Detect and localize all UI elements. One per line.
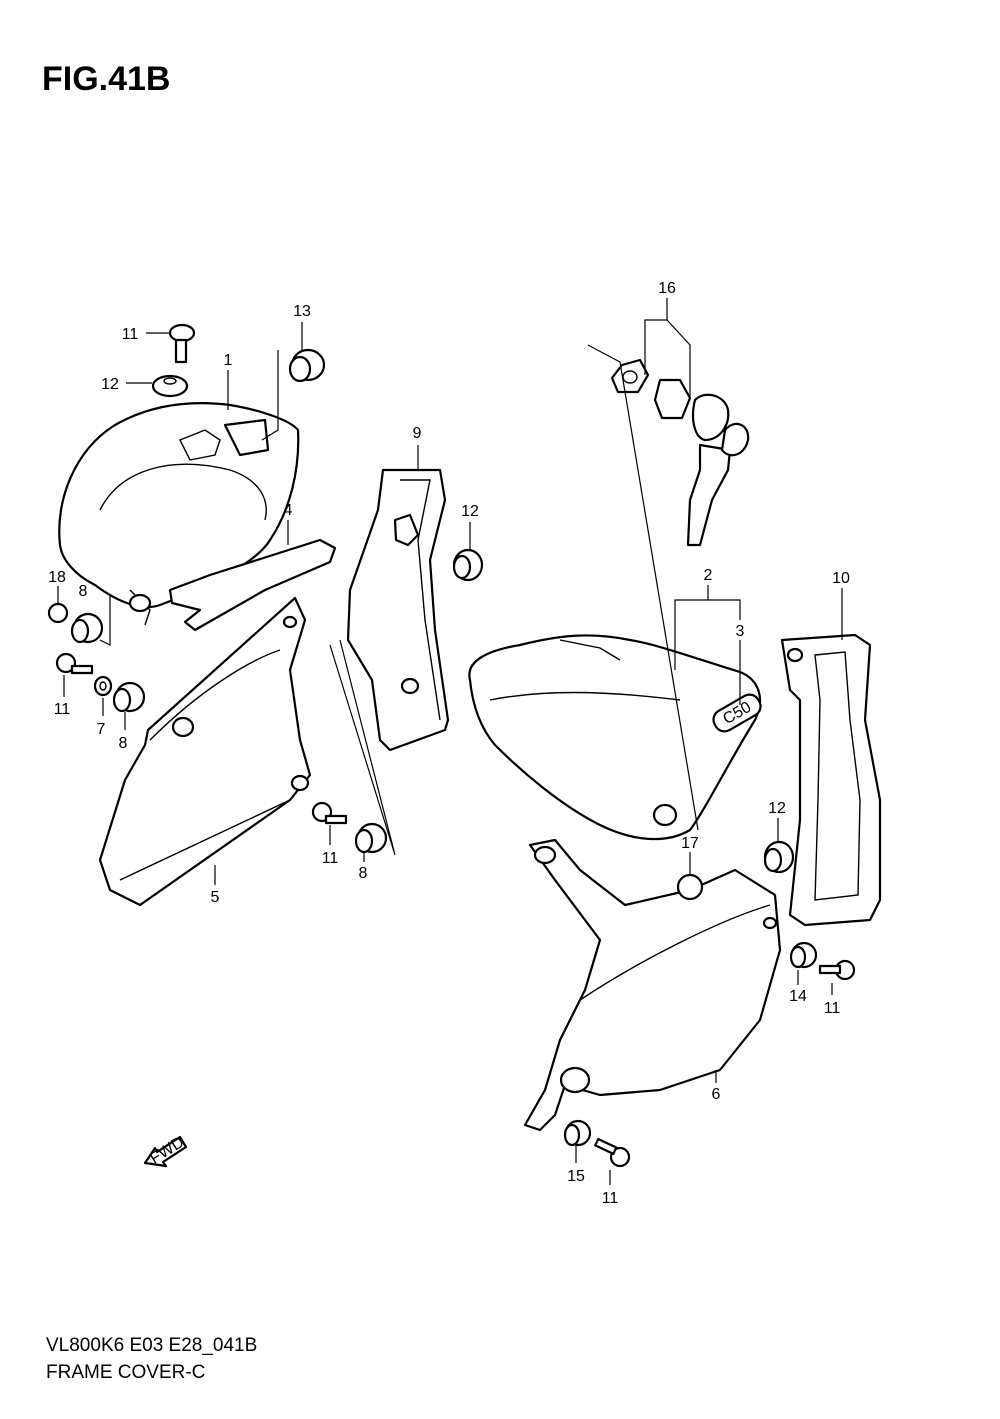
callout-4: 4: [284, 502, 293, 519]
part-8-grommet-a: [70, 612, 104, 644]
callout-14: 14: [789, 988, 807, 1005]
diagram-code: VL800K6 E03 E28_041B: [46, 1335, 258, 1356]
part-14-spacer: [789, 941, 818, 969]
part-12-grommet-b: [452, 548, 484, 582]
callout-5: 5: [211, 889, 220, 906]
part-1-frame-cover: [58, 402, 300, 626]
callout-11-screw-top: 11: [122, 326, 139, 343]
callout-18: 18: [48, 569, 66, 586]
part-16-lock-set: [610, 358, 750, 547]
callout-17: 17: [681, 835, 699, 852]
forward-arrow-icon: FWD: [143, 1134, 187, 1168]
part-4-plate: [168, 538, 337, 632]
part-11-bolt-e: [594, 1137, 631, 1168]
callout-12-grommet-right: 12: [768, 800, 786, 817]
part-11-screw-a: [168, 323, 196, 364]
diagram-name: FRAME COVER-C: [46, 1362, 206, 1383]
callout-10: 10: [832, 570, 850, 587]
part-11-bolt-b: [55, 652, 94, 675]
part-12-grommet-c: [763, 840, 795, 874]
callout-12-grommet-top: 12: [101, 376, 119, 393]
callout-13: 13: [293, 303, 311, 320]
callout-11-bolt-mid: 11: [322, 850, 339, 867]
leader-lines: [57, 298, 843, 1185]
part-17-grommet: [676, 873, 704, 901]
part-13-grommet: [288, 348, 326, 383]
callout-9: 9: [413, 425, 422, 442]
callout-15: 15: [567, 1168, 585, 1185]
forward-arrow-label: FWD: [147, 1134, 187, 1168]
figure-title: FIG.41B: [42, 60, 171, 98]
part-10-bracket: [780, 633, 882, 927]
callout-numbers: 11 12 1 13 4 9 12 18 8 11 7 8 5 11 8 16 …: [48, 280, 850, 1207]
callout-11-bolt-right: 11: [824, 1000, 841, 1017]
callout-8-c: 8: [359, 865, 368, 882]
callout-2: 2: [704, 567, 713, 584]
callout-8-a: 8: [79, 583, 88, 600]
callout-8-b: 8: [119, 735, 128, 752]
part-11-bolt-c: [311, 801, 348, 825]
callout-1: 1: [224, 352, 233, 369]
callout-7: 7: [97, 721, 106, 738]
callout-11-bolt-left: 11: [54, 701, 71, 718]
part-8-grommet-b: [112, 681, 146, 713]
callout-16: 16: [658, 280, 676, 297]
part-2-side-cover: C50: [468, 634, 762, 841]
part-8-grommet-c: [354, 822, 388, 854]
callout-3: 3: [736, 623, 745, 640]
part-18-screw: [47, 602, 69, 624]
part-7-washer: [93, 675, 113, 697]
callout-12-grommet-mid: 12: [461, 503, 479, 520]
callout-6: 6: [712, 1086, 721, 1103]
part-12-grommet-a: [151, 374, 189, 398]
part-5-frame-cover: [98, 596, 312, 907]
part-15-spacer: [563, 1119, 592, 1147]
part-11-bolt-d: [818, 959, 856, 981]
part-9-bracket: [346, 468, 450, 752]
part-6-frame-cover: [523, 838, 782, 1132]
callout-11-bolt-bottom: 11: [602, 1190, 619, 1207]
